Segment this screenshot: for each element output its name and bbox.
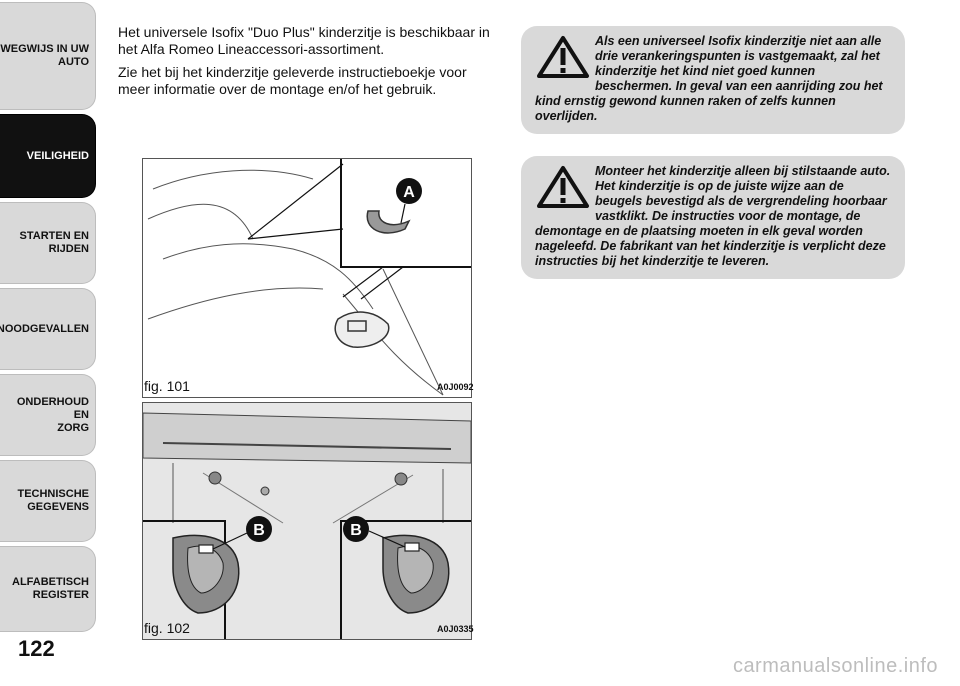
intro-paragraph-2: Zie het bij het kinderzitje geleverde in… — [118, 64, 467, 97]
figure-102-code: A0J0335 — [437, 624, 474, 634]
chapter-tabs: WEGWIJS IN UW AUTO VEILIGHEID STARTEN EN… — [0, 0, 100, 640]
intro-paragraph-1: Het universele Isofix "Duo Plus" kinderz… — [118, 24, 490, 57]
tab-wegwijs[interactable]: WEGWIJS IN UW AUTO — [0, 2, 96, 110]
warning-text-2: Monteer het kinderzitje alleen bij stils… — [535, 164, 891, 268]
watermark: carmanualsonline.info — [732, 655, 938, 677]
intro-text: Het universele Isofix "Duo Plus" kinderz… — [118, 24, 498, 104]
tab-veiligheid[interactable]: VEILIGHEID — [0, 114, 96, 198]
figure-101-code: A0J0092 — [437, 382, 474, 392]
figure-101-caption: fig. 101 — [144, 378, 190, 394]
warning-triangle-icon — [537, 36, 589, 78]
tab-starten-en-rijden[interactable]: STARTEN EN RIJDEN — [0, 202, 96, 284]
callout-b-label-left: B — [253, 522, 265, 539]
warning-box-1: Als een universeel Isofix kinderzitje ni… — [521, 26, 905, 134]
callout-a-label: A — [403, 184, 415, 201]
warning-text-1: Als een universeel Isofix kinderzitje ni… — [535, 34, 883, 123]
callout-a-badge — [396, 178, 422, 204]
figure-101: A — [142, 158, 472, 398]
page-number: 122 — [18, 636, 55, 661]
figure-102: B B — [142, 402, 472, 640]
warning-triangle-icon — [537, 166, 589, 208]
tab-onderhoud-en-zorg[interactable]: ONDERHOUD EN ZORG — [0, 374, 96, 456]
isofix-anchor-illustration: A — [147, 159, 471, 396]
callout-b-badge-left — [246, 516, 272, 542]
figure-102-caption: fig. 102 — [144, 620, 190, 636]
callout-b-label-right: B — [350, 522, 362, 539]
seat-anchorage-illustration: B B — [142, 403, 472, 639]
tab-noodgevallen[interactable]: NOODGEVALLEN — [0, 288, 96, 370]
warning-box-2: Monteer het kinderzitje alleen bij stils… — [521, 156, 905, 279]
tab-alfabetisch-register[interactable]: ALFABETISCH REGISTER — [0, 546, 96, 632]
tab-technische-gegevens[interactable]: TECHNISCHE GEGEVENS — [0, 460, 96, 542]
callout-b-badge-right — [343, 516, 369, 542]
